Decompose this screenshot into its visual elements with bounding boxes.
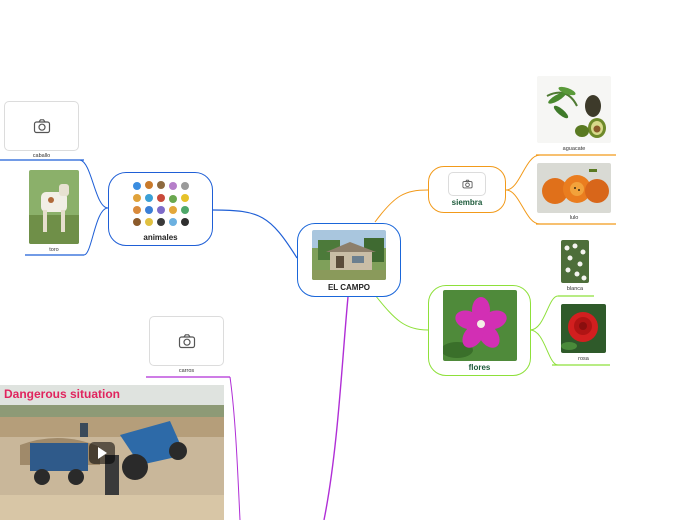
- subtopic-image-toro[interactable]: [29, 170, 79, 244]
- play-icon: [97, 447, 107, 459]
- branch-node-siembra[interactable]: siembra: [428, 166, 506, 213]
- camera-icon: [178, 333, 196, 349]
- link-animales-toro: [84, 208, 108, 255]
- branch-node-animales[interactable]: animales: [108, 172, 213, 246]
- subtopic-label-lulo: lulo: [537, 215, 611, 221]
- subtopic-label-aguacate: aguacate: [537, 146, 611, 152]
- video-thumbnail[interactable]: Dangerous situation: [0, 385, 224, 520]
- subtopic-label-rosa: rosa: [561, 356, 606, 362]
- camera-icon: [462, 179, 473, 189]
- link-flores-rosa: [530, 330, 558, 365]
- subtopic-node-carros[interactable]: [149, 316, 224, 366]
- subtopic-node-caballo[interactable]: [4, 101, 79, 151]
- flower-image: [443, 290, 517, 361]
- subtopic-image-aguacate[interactable]: [537, 76, 611, 143]
- subtopic-label-carros: carros: [149, 368, 224, 374]
- animals-collage-image: [129, 178, 193, 232]
- subtopic-label-caballo: caballo: [4, 153, 79, 159]
- camera-icon: [33, 118, 51, 134]
- farmhouse-image: [312, 230, 386, 280]
- link-siembra-lulo: [506, 190, 540, 224]
- video-caption: Dangerous situation: [4, 387, 120, 401]
- link-siembra-aguacate: [506, 155, 540, 190]
- link-animales-caballo: [80, 160, 108, 208]
- play-button[interactable]: [89, 442, 115, 464]
- link-center-flores: [375, 295, 428, 330]
- link-flores-blanca: [530, 296, 558, 330]
- siembra-image-placeholder: [448, 172, 486, 196]
- branch-node-flores[interactable]: flores: [428, 285, 531, 376]
- link-center-animales: [213, 210, 297, 258]
- subtopic-image-rosa[interactable]: [561, 304, 606, 353]
- link-center-siembra: [375, 190, 428, 222]
- branch-title-flores: flores: [469, 363, 491, 372]
- branch-title-animales: animales: [143, 233, 177, 242]
- subtopic-image-lulo[interactable]: [537, 163, 611, 213]
- subtopic-label-blanca: blanca: [557, 286, 593, 292]
- subtopic-label-toro: toro: [29, 247, 79, 253]
- subtopic-image-blanca[interactable]: [561, 240, 589, 283]
- branch-title-siembra: siembra: [452, 198, 483, 207]
- central-topic-node[interactable]: EL CAMPO: [297, 223, 401, 297]
- central-topic-title: EL CAMPO: [328, 283, 370, 292]
- link-center-carros: [324, 297, 348, 520]
